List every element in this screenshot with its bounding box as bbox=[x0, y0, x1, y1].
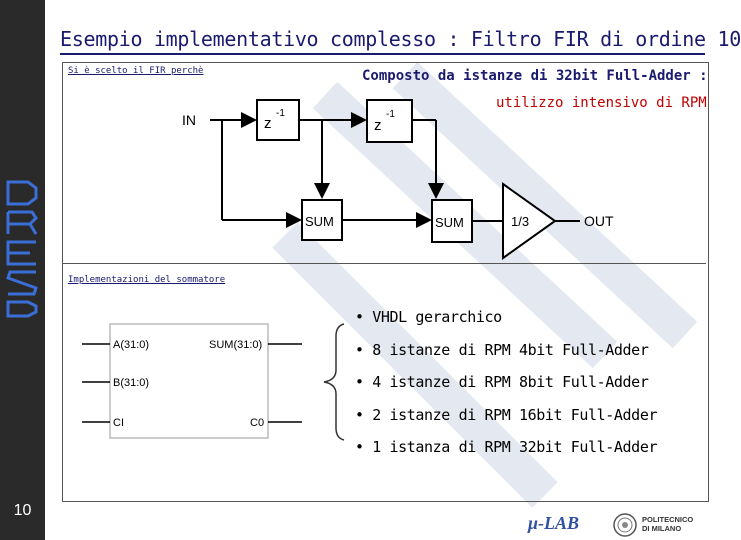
adder-body bbox=[109, 323, 269, 439]
bullet-item: • 2 istanze di RPM 16bit Full-Adder bbox=[355, 405, 658, 424]
slide-title: Esempio implementativo complesso : Filtr… bbox=[60, 27, 741, 51]
adder-port-c0: C0 bbox=[250, 417, 264, 429]
gain-label: 1/3 bbox=[511, 214, 529, 229]
fir-input-label: IN bbox=[182, 112, 196, 128]
polimi-seal-icon bbox=[613, 513, 637, 537]
title-underline bbox=[60, 53, 705, 55]
content-frame bbox=[62, 62, 709, 502]
adder-note: Implementazioni del sommatore bbox=[68, 275, 226, 285]
rpm-usage-text: utilizzo intensivo di RPM bbox=[496, 95, 707, 111]
gain-triangle bbox=[502, 182, 557, 260]
fir-composition-text: Composto da istanze di 32bit Full-Adder … bbox=[362, 68, 708, 84]
bullet-list: • VHDL gerarchico • 8 istanze di RPM 4bi… bbox=[355, 308, 657, 471]
adder-port-a: A(31:0) bbox=[113, 339, 149, 351]
delay-2-label: z bbox=[374, 117, 382, 134]
mu-lab-logo: μ-LAB bbox=[528, 513, 580, 533]
polimi-line-1: POLITECNICO bbox=[642, 515, 694, 524]
sum-1-label: SUM bbox=[305, 214, 334, 229]
grouping-brace bbox=[323, 323, 345, 441]
adder-symbol: A(31:0) B(31:0) CI SUM(31:0) C0 bbox=[82, 323, 302, 439]
polimi-line-2: DI MILANO bbox=[642, 524, 682, 533]
adder-port-sum: SUM(31:0) bbox=[209, 339, 262, 351]
fir-note: Si è scelto il FIR perchè bbox=[68, 66, 204, 76]
fir-output-label: OUT bbox=[584, 213, 614, 229]
bullet-item: • VHDL gerarchico bbox=[355, 308, 502, 326]
polimi-logo-text: POLITECNICO DI MILANO bbox=[642, 515, 693, 533]
delay-1-exponent: -1 bbox=[276, 108, 285, 119]
fir-block-diagram: IN z -1 z -1 SUM SUM 1/3 OUT bbox=[182, 99, 614, 260]
delay-1-label: z bbox=[264, 115, 272, 132]
fir-panel bbox=[63, 63, 706, 264]
bullet-item: • 4 istanze di RPM 8bit Full-Adder bbox=[355, 373, 649, 391]
sum-block-1 bbox=[301, 199, 343, 241]
adder-port-b: B(31:0) bbox=[113, 377, 149, 389]
footer-bar bbox=[45, 512, 720, 540]
adder-port-ci: CI bbox=[113, 417, 124, 429]
bullet-item: • 8 istanze di RPM 4bit Full-Adder bbox=[355, 340, 649, 359]
sum-2-label: SUM bbox=[435, 215, 464, 230]
delay-2-exponent: -1 bbox=[386, 109, 395, 120]
bullet-item: • 1 istanza di RPM 32bit Full-Adder bbox=[355, 438, 658, 456]
sidebar bbox=[0, 0, 45, 540]
sum-block-2 bbox=[431, 199, 473, 243]
page-number: 10 bbox=[13, 502, 32, 519]
dresd-logo bbox=[6, 180, 38, 318]
